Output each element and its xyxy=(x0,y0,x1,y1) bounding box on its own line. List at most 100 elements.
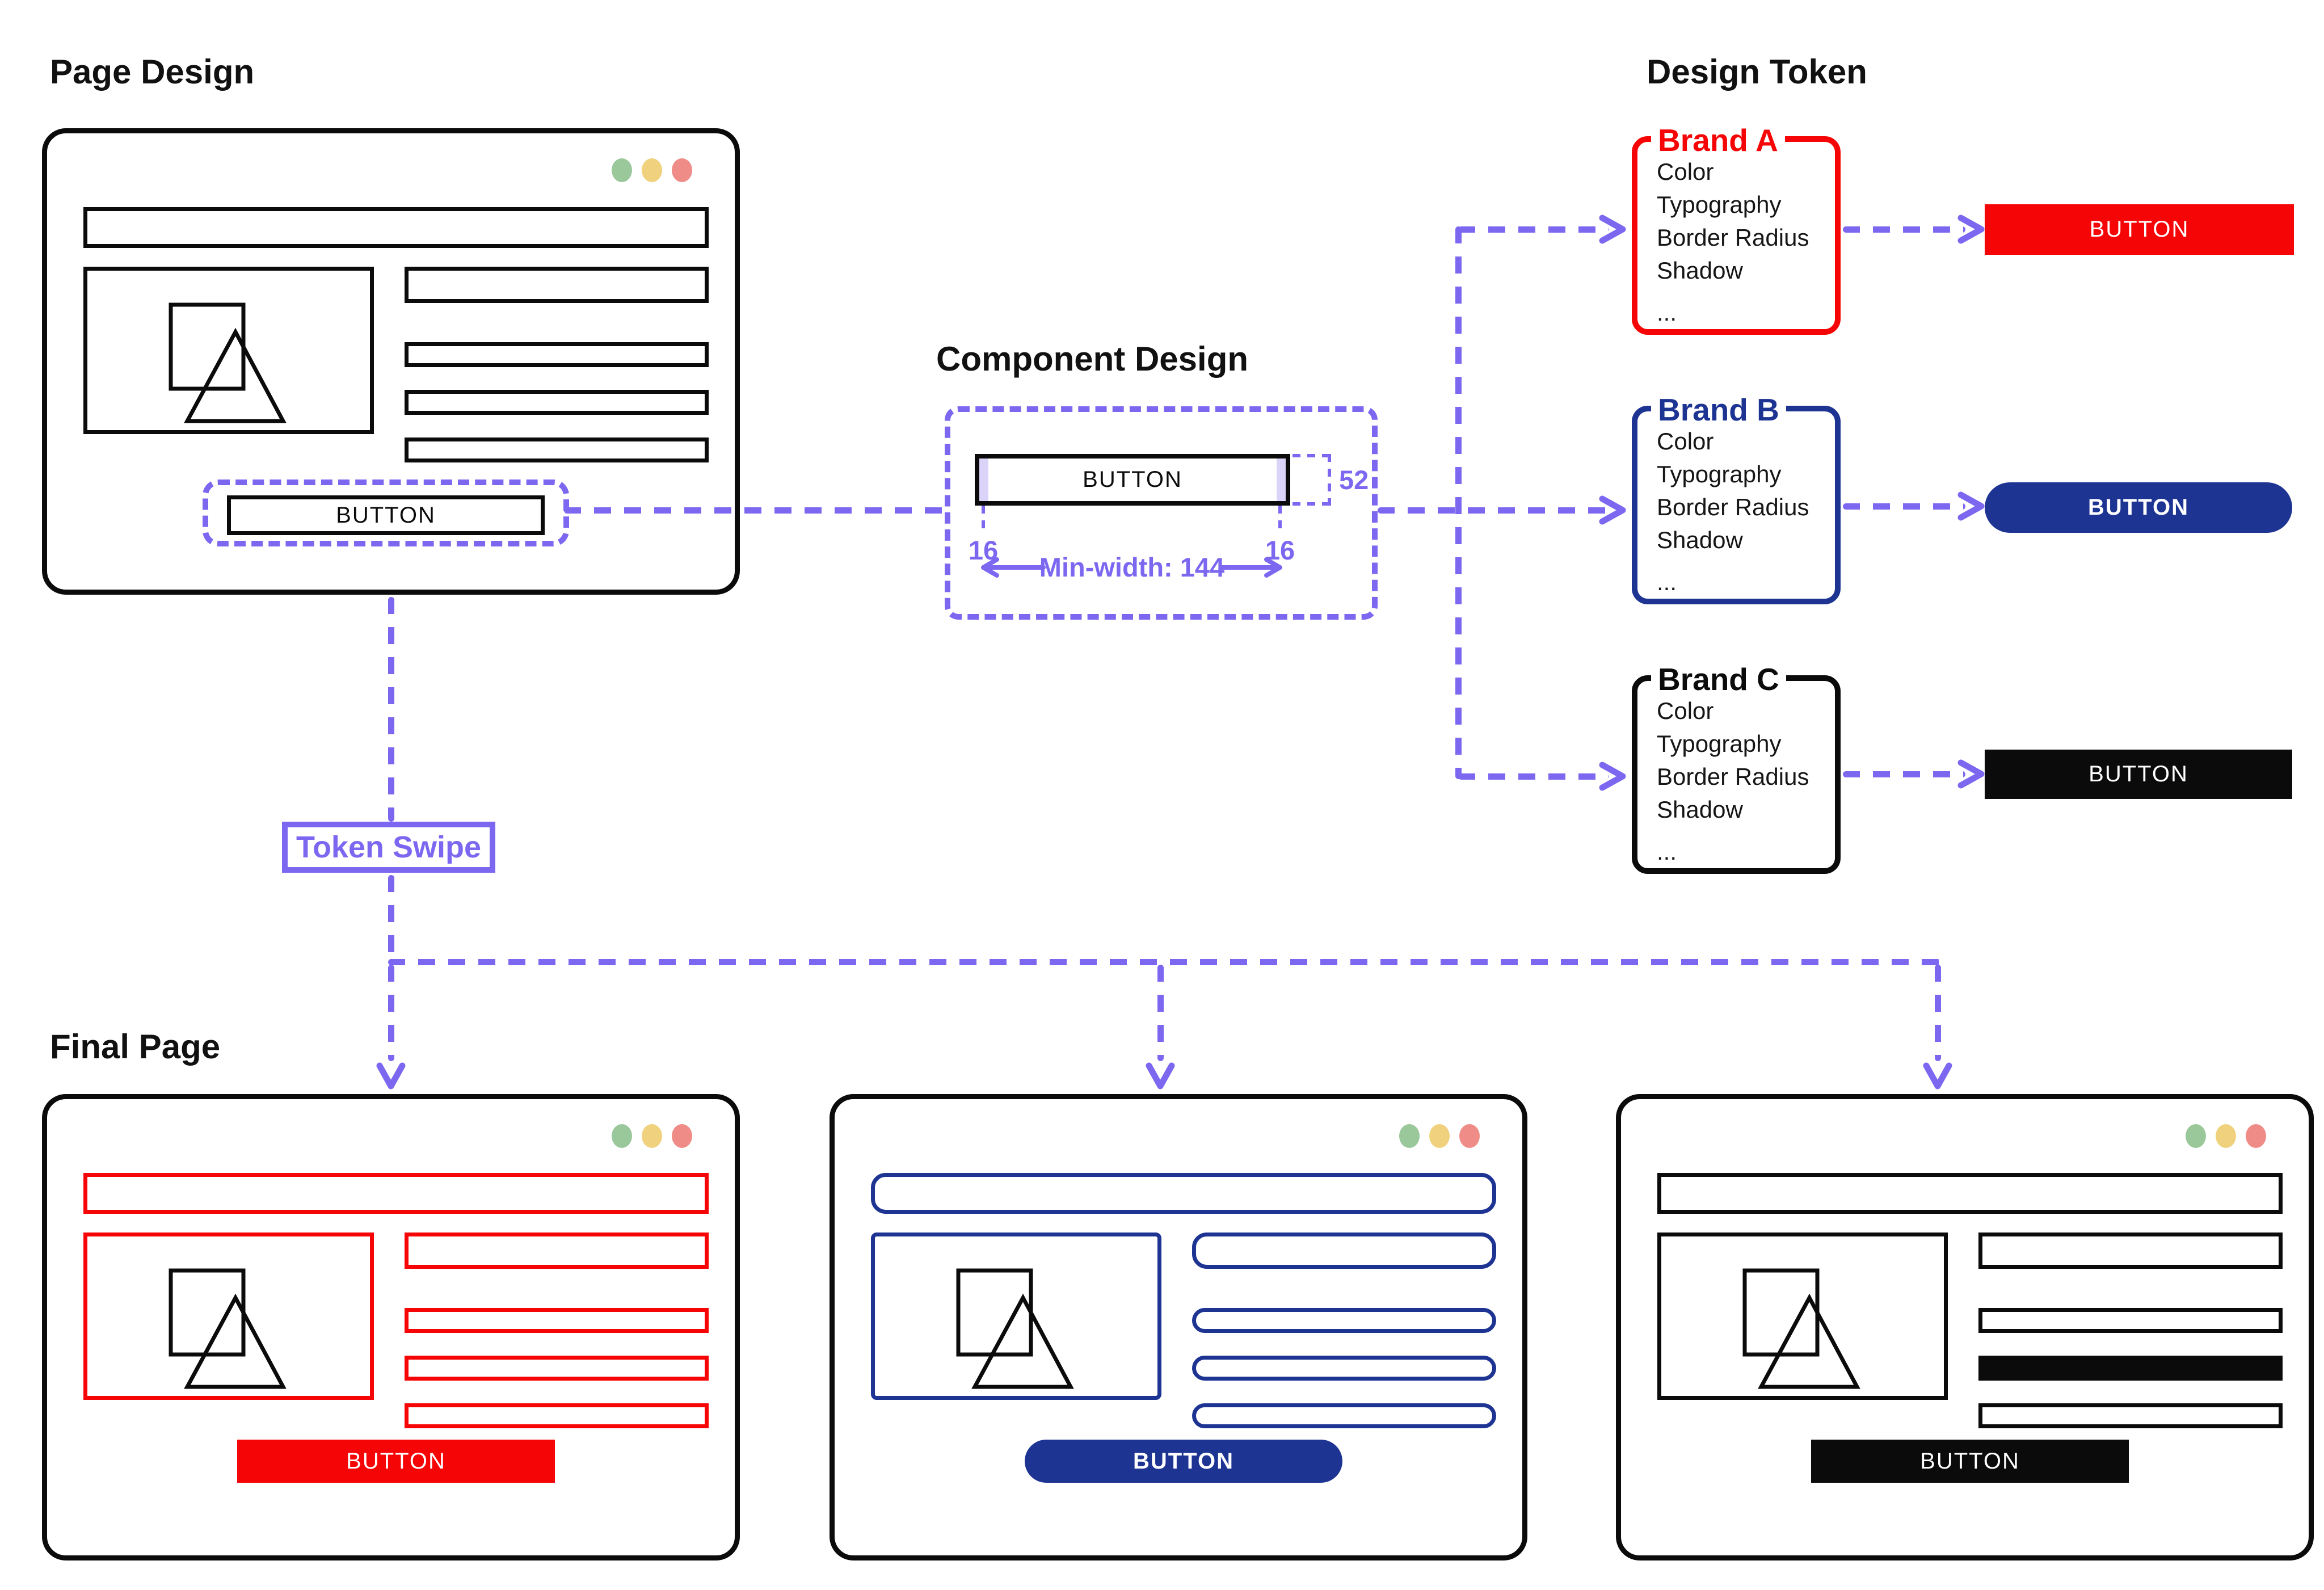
final-page-c-button[interactable]: BUTTON xyxy=(1811,1440,2129,1483)
token-item: Typography xyxy=(1657,461,1782,487)
wireframe-text-line xyxy=(405,1233,709,1269)
token-swipe-label: Token Swipe xyxy=(282,822,495,873)
token-item: Shadow xyxy=(1657,257,1743,284)
height-bracket xyxy=(1292,502,1331,506)
connector-to-brand-c xyxy=(1458,773,1609,780)
height-bracket xyxy=(1328,454,1331,506)
wireframe-image-placeholder xyxy=(83,267,374,434)
wireframe-header-bar xyxy=(83,207,709,248)
connector-drop-final-c xyxy=(1935,965,1941,1061)
wireframe-text-line xyxy=(405,342,709,367)
traffic-light-red-icon xyxy=(2246,1124,2266,1148)
connector-brand-c-to-button xyxy=(1843,771,1965,777)
traffic-light-yellow-icon xyxy=(2216,1124,2236,1148)
wireframe-text-line xyxy=(405,438,709,462)
token-item: Shadow xyxy=(1657,527,1743,553)
image-placeholder-icon xyxy=(169,1268,287,1389)
arrowhead-down-icon xyxy=(376,1062,406,1090)
connector-page-to-token-swipe xyxy=(388,597,394,822)
window-controls xyxy=(2186,1124,2266,1148)
arrowhead-left-icon xyxy=(981,557,999,578)
connector-drop-final-b xyxy=(1157,965,1164,1061)
traffic-light-yellow-icon xyxy=(1429,1124,1450,1148)
arrowhead-right-icon xyxy=(1264,557,1282,578)
connector-to-brand-a xyxy=(1458,226,1609,233)
final-page-window-brand-b: BUTTON xyxy=(830,1094,1527,1560)
arrowhead-right-icon xyxy=(1599,495,1626,525)
brand-a-button[interactable]: BUTTON xyxy=(1985,204,2294,255)
brand-a-title: Brand A xyxy=(1651,121,1785,159)
window-controls xyxy=(612,158,692,182)
connector-final-pages xyxy=(388,959,1940,965)
traffic-light-red-icon xyxy=(1459,1124,1480,1148)
min-width-label: Min-width: 144 xyxy=(1039,552,1225,582)
component-button[interactable]: BUTTON xyxy=(975,454,1290,506)
wireframe-image-placeholder xyxy=(83,1233,374,1400)
token-item: Typography xyxy=(1657,191,1782,218)
brand-b-card: Brand B Color Typography Border Radius S… xyxy=(1632,391,1841,604)
padding-left-indicator xyxy=(979,459,988,501)
final-page-title: Final Page xyxy=(50,1028,221,1066)
traffic-light-green-icon xyxy=(2186,1124,2206,1148)
page-design-button[interactable]: BUTTON xyxy=(227,495,545,535)
min-width-arrow-line xyxy=(983,565,1046,570)
connector-brand-b-to-button xyxy=(1843,503,1965,510)
token-item: ... xyxy=(1657,838,1677,865)
wireframe-header-bar xyxy=(1657,1173,2283,1214)
arrowhead-right-icon xyxy=(1599,214,1626,244)
arrowhead-right-icon xyxy=(1957,759,1985,789)
traffic-light-green-icon xyxy=(612,1124,632,1148)
wireframe-text-line xyxy=(1192,1233,1496,1269)
traffic-light-yellow-icon xyxy=(642,1124,662,1148)
brand-b-button[interactable]: BUTTON xyxy=(1985,482,2292,533)
token-item: Border Radius xyxy=(1657,763,1809,790)
wireframe-text-line xyxy=(1978,1308,2283,1333)
token-item: Border Radius xyxy=(1657,494,1809,520)
connector-component-to-brands xyxy=(1378,507,1609,514)
connector-brand-splitter xyxy=(1455,226,1462,779)
wireframe-text-line xyxy=(405,1308,709,1333)
wireframe-text-line xyxy=(1978,1233,2283,1269)
token-item: Border Radius xyxy=(1657,224,1809,251)
arrowhead-right-icon xyxy=(1957,491,1985,521)
brand-c-title: Brand C xyxy=(1651,661,1786,698)
arrowhead-right-icon xyxy=(1599,762,1626,791)
padding-guide xyxy=(982,506,985,534)
design-token-title: Design Token xyxy=(1647,53,1867,91)
brand-c-card: Brand C Color Typography Border Radius S… xyxy=(1632,661,1841,874)
page-design-title: Page Design xyxy=(50,53,255,91)
traffic-light-green-icon xyxy=(1399,1124,1420,1148)
page-design-window: BUTTON xyxy=(42,128,740,595)
component-button-label: BUTTON xyxy=(1083,467,1182,492)
wireframe-text-line xyxy=(405,1356,709,1381)
brand-c-button[interactable]: BUTTON xyxy=(1985,750,2292,799)
connector-brand-a-to-button xyxy=(1843,226,1965,233)
wireframe-text-line xyxy=(1192,1403,1496,1428)
brand-a-card: Brand A Color Typography Border Radius S… xyxy=(1632,121,1841,335)
traffic-light-yellow-icon xyxy=(642,158,662,182)
padding-right-indicator xyxy=(1277,459,1286,501)
wireframe-image-placeholder xyxy=(1657,1233,1948,1400)
wireframe-text-line xyxy=(405,267,709,303)
component-design-frame xyxy=(945,406,1378,620)
final-page-b-button[interactable]: BUTTON xyxy=(1025,1440,1342,1483)
wireframe-text-line xyxy=(405,1403,709,1428)
traffic-light-red-icon xyxy=(672,158,692,182)
arrowhead-down-icon xyxy=(1146,1062,1175,1090)
height-label: 52 xyxy=(1339,465,1369,495)
min-width-arrow-line xyxy=(1219,565,1280,570)
final-page-a-button[interactable]: BUTTON xyxy=(237,1440,555,1483)
token-item: Shadow xyxy=(1657,796,1743,823)
wireframe-text-line xyxy=(405,390,709,415)
connector-token-swipe-down xyxy=(388,875,394,959)
image-placeholder-icon xyxy=(956,1268,1074,1389)
wireframe-text-line xyxy=(1978,1403,2283,1428)
window-controls xyxy=(612,1124,692,1148)
token-item: ... xyxy=(1657,299,1677,326)
connector-drop-final-a xyxy=(388,965,394,1061)
wireframe-header-bar xyxy=(83,1173,709,1214)
wireframe-text-line xyxy=(1192,1308,1496,1333)
image-placeholder-icon xyxy=(1742,1268,1860,1389)
wireframe-text-line xyxy=(1192,1356,1496,1381)
